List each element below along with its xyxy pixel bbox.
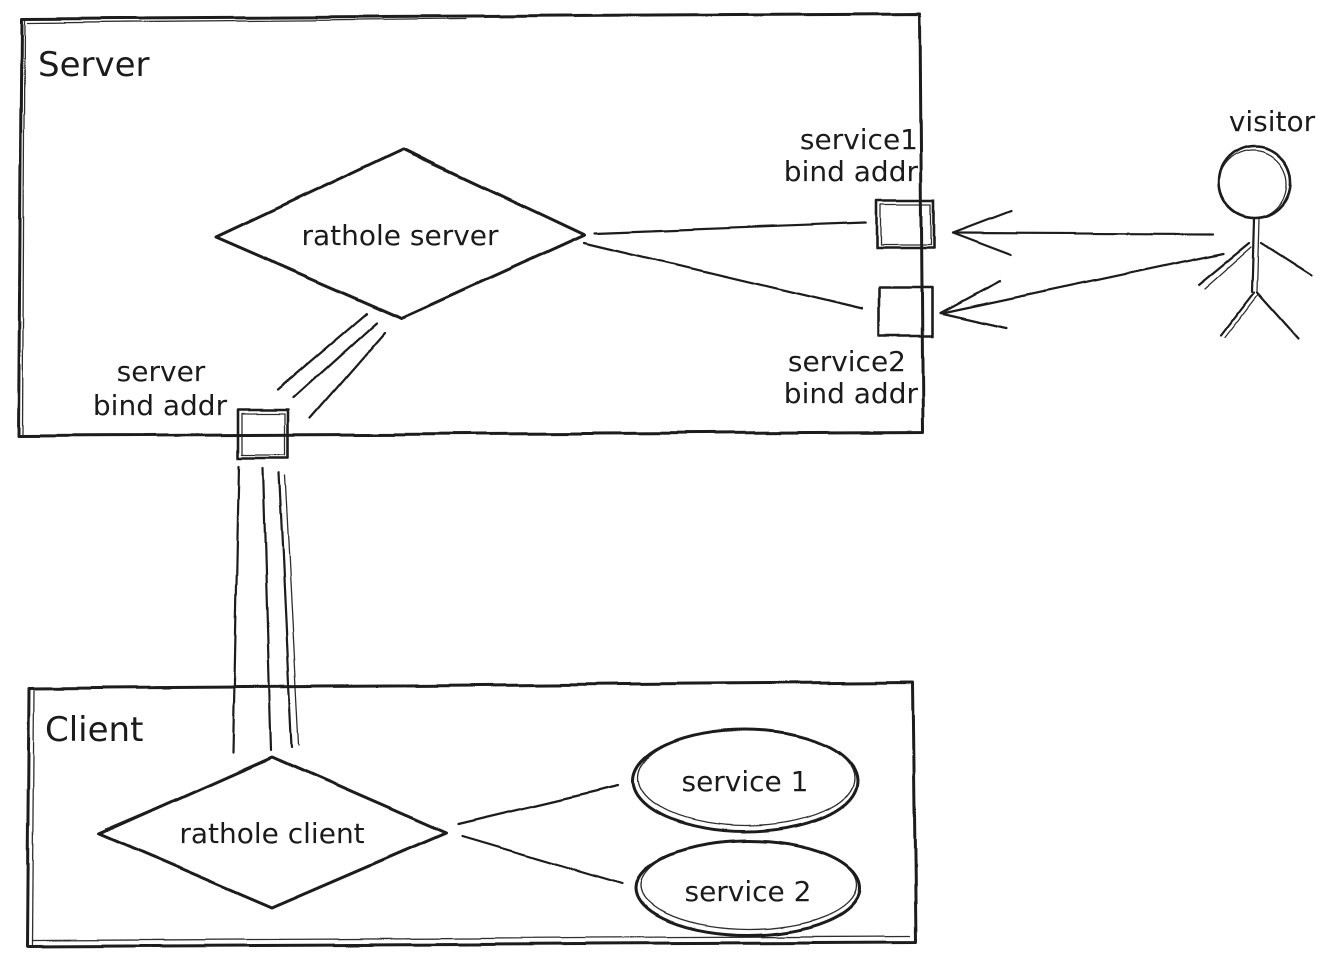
service2-ellipse — [634, 839, 862, 937]
service1-label: service 1 — [681, 765, 808, 798]
client-to-service2-line — [460, 834, 624, 885]
service2-bind-addr-port — [877, 286, 934, 338]
server-bind-addr-label-line2: bind addr — [93, 389, 228, 422]
visitor-arrow-service2 — [938, 251, 1226, 330]
client-box-label: Client — [45, 710, 143, 750]
visitor-label: visitor — [1229, 105, 1316, 138]
visitor-figure — [1197, 144, 1313, 341]
service1-bind-addr-port — [875, 198, 936, 250]
server-to-service2-line — [582, 241, 864, 311]
service1-bind-addr-label-line1: service1 — [800, 123, 918, 156]
service2-label: service 2 — [684, 875, 811, 908]
tunnel-lines-upper — [275, 311, 387, 420]
server-to-service1-line — [593, 221, 868, 235]
rathole-client-diamond — [97, 755, 448, 910]
server-bind-addr-port — [236, 408, 290, 460]
rathole-server-diamond — [214, 147, 587, 320]
client-to-service1-line — [456, 784, 620, 826]
service2-bind-addr-label-line1: service2 — [788, 345, 906, 378]
client-box — [25, 680, 918, 948]
tunnel-lines-lower — [231, 464, 300, 755]
service1-bind-addr-label-line2: bind addr — [784, 155, 919, 188]
server-bind-addr-label-line1: server — [117, 355, 206, 388]
rathole-client-label: rathole client — [179, 817, 364, 850]
server-box — [17, 12, 925, 438]
service1-ellipse — [631, 728, 859, 834]
visitor-arrow-service1 — [951, 209, 1215, 257]
server-box-label: Server — [38, 45, 150, 85]
rathole-server-label: rathole server — [301, 219, 499, 252]
service2-bind-addr-label-line2: bind addr — [784, 377, 919, 410]
